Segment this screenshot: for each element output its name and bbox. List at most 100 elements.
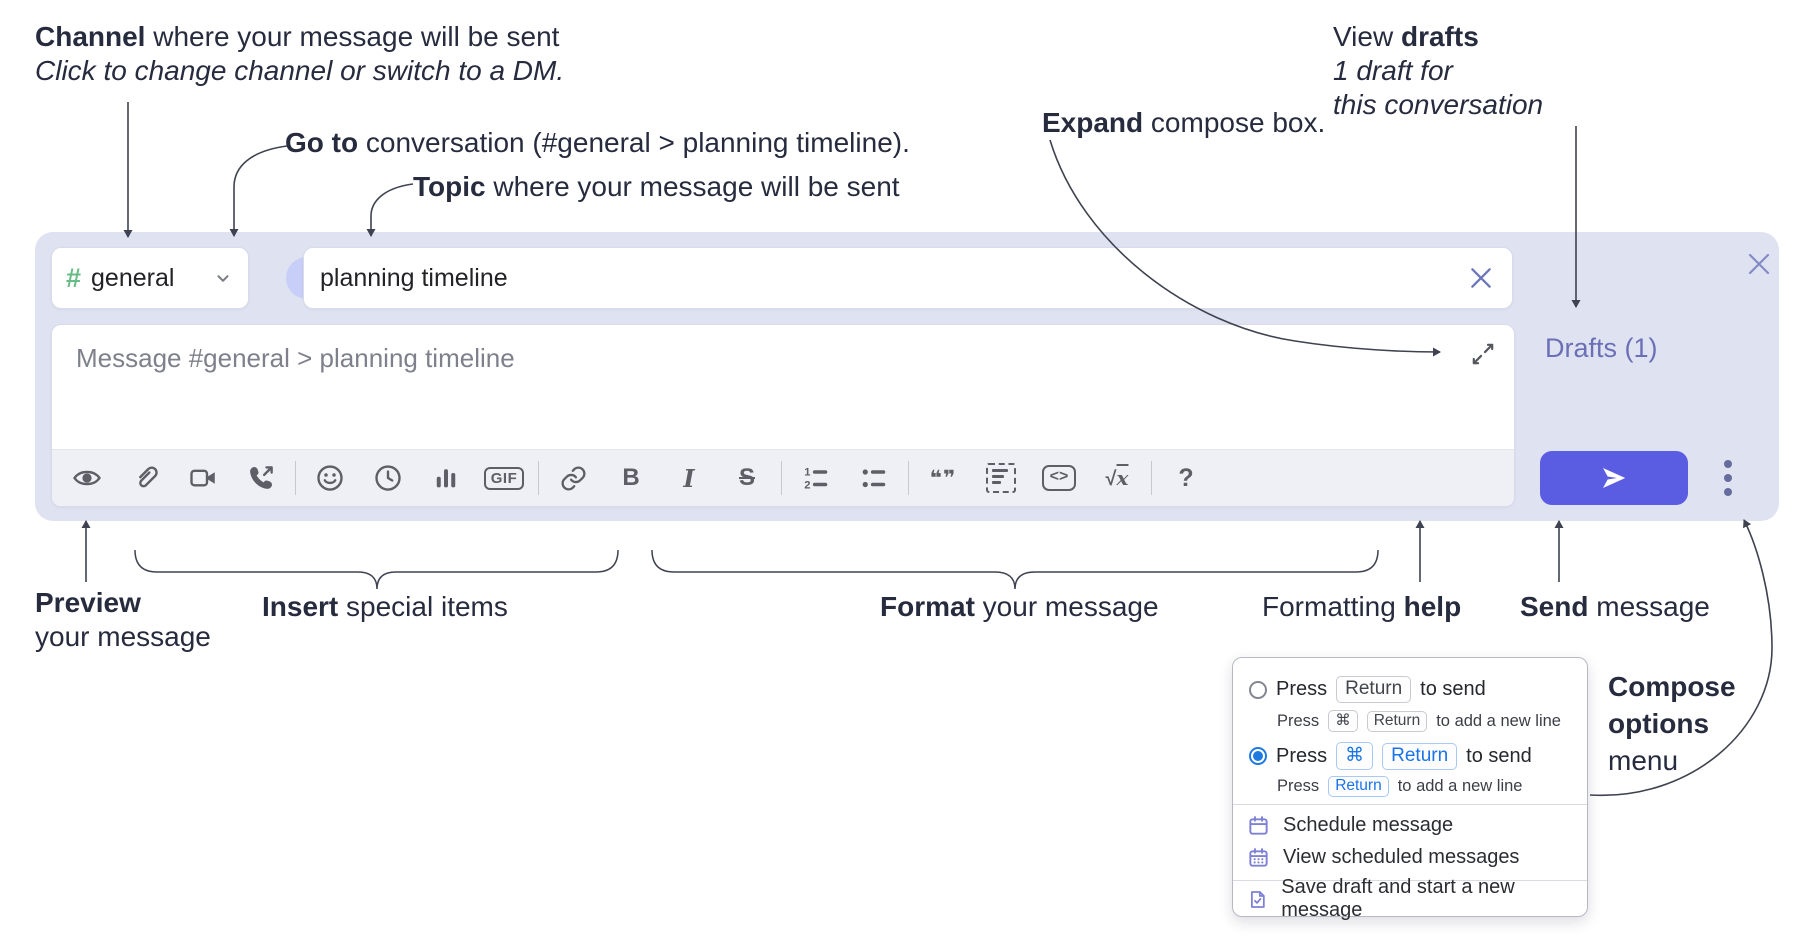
formatting-toolbar: GIF B I S (52, 449, 1514, 506)
annotation-goto: Go to conversation (#general > planning … (285, 127, 910, 158)
annotation-formatting-help: Formatting help (1262, 591, 1462, 622)
cmd-keycap: ⌘ (1328, 710, 1358, 732)
channel-hash-icon: # (66, 262, 82, 293)
option-return-subtext: Press ⌘ Return to add a new line (1277, 710, 1577, 732)
topic-value: planning timeline (320, 263, 508, 292)
bar-chart-icon (436, 469, 456, 488)
code-icon: <> (1041, 465, 1077, 491)
compose-options-button[interactable] (1706, 451, 1750, 505)
send-icon (1603, 468, 1626, 488)
return-keycap: Return (1328, 776, 1389, 797)
expand-icon (1472, 343, 1494, 365)
close-compose-button[interactable] (1737, 242, 1781, 286)
clock-icon (375, 465, 401, 491)
italic-icon: I (683, 463, 695, 493)
chevron-down-icon (217, 275, 229, 282)
video-camera-icon (190, 469, 215, 487)
brace-format (651, 549, 1379, 590)
annotation-format: Format your message (880, 591, 1159, 622)
preview-button[interactable] (58, 457, 116, 499)
svg-text:1: 1 (804, 467, 810, 479)
toolbar-divider (538, 461, 539, 495)
code-snippet-button[interactable] (972, 457, 1030, 499)
toolbar-divider (1151, 461, 1152, 495)
close-icon (1748, 253, 1770, 275)
annotation-compose-options: Compose options menu (1608, 671, 1736, 776)
gif-button[interactable]: GIF (475, 457, 533, 499)
bold-button[interactable]: B (602, 457, 660, 499)
emoji-button[interactable] (301, 457, 359, 499)
link-button[interactable] (544, 457, 602, 499)
code-snippet-icon (986, 463, 1016, 493)
recent-button[interactable] (359, 457, 417, 499)
toolbar-divider (295, 461, 296, 495)
calendar-icon (1249, 815, 1268, 835)
save-draft-item[interactable]: Save draft and start a new message (1247, 876, 1577, 921)
return-keycap: Return (1382, 742, 1458, 770)
audio-clip-button[interactable] (232, 457, 290, 499)
view-scheduled-messages-item[interactable]: View scheduled messages (1247, 841, 1577, 873)
option-return-to-send[interactable]: Press Return to send (1249, 676, 1577, 703)
code-button[interactable]: <> (1030, 457, 1088, 499)
cmd-keycap: ⌘ (1336, 742, 1374, 770)
poll-button[interactable] (417, 457, 475, 499)
option-cmd-return-subtext: Press Return to add a new line (1277, 776, 1523, 797)
formula-button[interactable]: √x (1088, 457, 1146, 499)
svg-text:2: 2 (804, 480, 810, 492)
bulleted-list-icon (862, 469, 886, 488)
expand-compose-button[interactable] (1468, 339, 1498, 369)
annotation-expand: Expand compose box. (1042, 107, 1326, 138)
message-compose-area[interactable]: Message #general > planning timeline (51, 324, 1515, 507)
ordered-list-icon: 1 2 (804, 467, 828, 492)
smiley-icon (317, 465, 343, 491)
schedule-message-item[interactable]: Schedule message (1247, 809, 1577, 841)
strikethrough-button[interactable]: S (718, 457, 776, 499)
compose-box: # general planning timeline Message #gen… (35, 232, 1779, 521)
annotation-preview: Preview your message (35, 587, 211, 652)
help-icon: ? (1178, 463, 1194, 492)
return-keycap: Return (1366, 710, 1428, 732)
annotation-topic: Topic where your message will be sent (413, 171, 900, 202)
radio-unselected-icon[interactable] (1249, 680, 1267, 699)
calendar-grid-icon (1249, 847, 1268, 867)
annotation-view-drafts: View drafts 1 draft for this conversatio… (1333, 21, 1544, 120)
menu-divider (1233, 804, 1587, 805)
menu-divider (1233, 880, 1587, 881)
draft-document-icon (1250, 890, 1265, 908)
strikethrough-icon: S (738, 464, 755, 491)
formatting-help-button[interactable]: ? (1157, 457, 1215, 499)
blockquote-button[interactable]: ❝❞ (914, 457, 972, 499)
ordered-list-button[interactable]: 1 2 (787, 457, 845, 499)
toolbar-divider (781, 461, 782, 495)
paperclip-icon (139, 466, 158, 488)
option-cmd-return-to-send[interactable]: Press ⌘ Return to send (1249, 742, 1577, 770)
kebab-icon (1724, 460, 1732, 468)
toolbar-divider (908, 461, 909, 495)
drafts-link[interactable]: Drafts (1) (1545, 333, 1658, 363)
annotation-send: Send message (1520, 591, 1710, 622)
attach-button[interactable] (116, 457, 174, 499)
blockquote-icon: ❝❞ (929, 466, 957, 490)
channel-name: general (91, 263, 175, 292)
eye-icon (73, 470, 101, 486)
gif-icon: GIF (483, 466, 525, 490)
message-input[interactable]: Message #general > planning timeline (52, 325, 1514, 449)
bold-icon: B (622, 464, 640, 491)
compose-options-menu: Press Return to send Press ⌘ Return to a… (1232, 657, 1588, 921)
italic-button[interactable]: I (660, 457, 718, 499)
channel-selector[interactable]: # general (51, 247, 249, 309)
formula-icon: √x (1105, 465, 1129, 490)
line-goto (229, 145, 288, 237)
send-button[interactable] (1540, 451, 1688, 505)
radio-selected-icon[interactable] (1249, 747, 1267, 765)
video-clip-button[interactable] (174, 457, 232, 499)
brace-insert (134, 549, 619, 590)
link-icon (560, 465, 586, 491)
phone-call-icon (250, 466, 273, 489)
line-topic (366, 183, 414, 237)
clear-topic-icon[interactable] (1468, 265, 1494, 291)
bulleted-list-button[interactable] (845, 457, 903, 499)
return-keycap: Return (1336, 676, 1412, 703)
topic-input[interactable]: planning timeline (303, 247, 1513, 309)
